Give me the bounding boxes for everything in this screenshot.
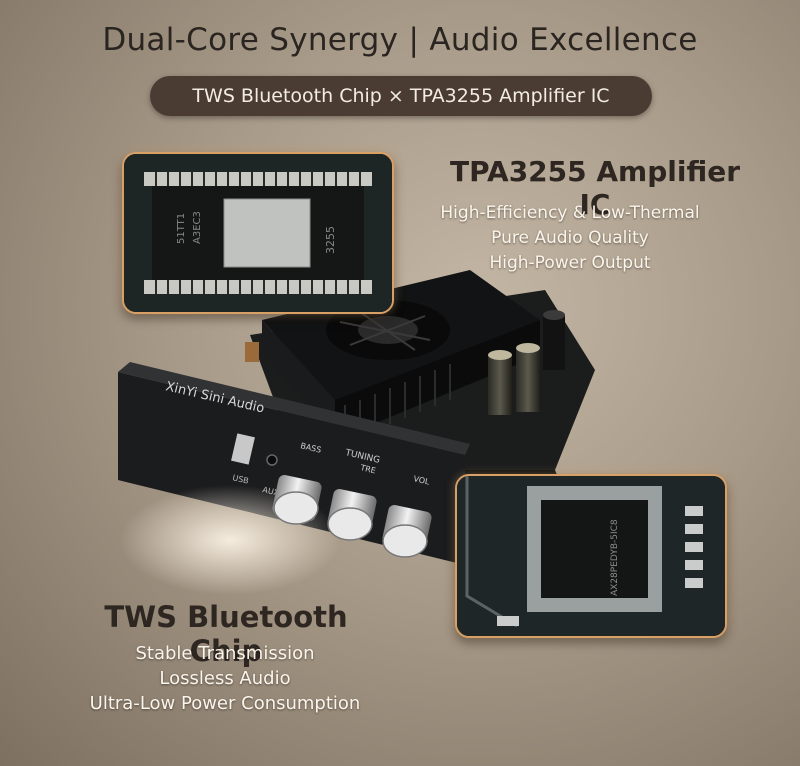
light-glow [120,485,340,595]
treble-knob [327,488,377,541]
bass-knob [272,474,322,525]
pcb-board [250,290,595,484]
feature-item: High-Efficiency & Low-Thermal [440,203,700,223]
chip-marking-3: 3255 [324,226,337,254]
feature-item: Lossless Audio [159,668,291,689]
feature-item: Pure Audio Quality [491,228,649,248]
feature-item: Stable Transmission [135,643,315,664]
bt-chip-marking: AX28PEDYB-5IC8 [610,519,620,596]
feature-item: Ultra-Low Power Consumption [89,693,361,714]
bluetooth-heading: TWS Bluetooth Chip [104,600,348,668]
brand-label: XinYi Sini Audio [164,379,266,416]
volume-label: VOL [413,474,431,487]
bluetooth-chip-closeup: AX28PEDYB-5IC8 [455,474,727,638]
amplifier-features: High-Efficiency & Low-Thermal Pure Audio… [412,201,728,276]
page-title: Dual-Core Synergy | Audio Excellence [102,22,698,58]
front-panel: XinYi Sini Audio USB AUX TUNING BASS TRE… [118,362,470,565]
chip-marking-1: 51TT1 [176,213,187,244]
subtitle-pill: TWS Bluetooth Chip × TPA3255 Amplifier I… [150,76,652,116]
amplifier-chip-closeup: 51TT1 A3EC3 3255 [122,152,394,314]
aux-label: AUX [262,485,281,498]
treble-label: TRE [359,463,377,475]
amplifier-heading: TPA3255 Amplifier IC [449,155,741,221]
capacitors [245,310,565,415]
usb-label: USB [232,473,250,485]
bluetooth-features: Stable Transmission Lossless Audio Ultra… [70,641,380,716]
tuning-label: TUNING [343,448,381,466]
feature-item: High-Power Output [489,253,651,273]
volume-knob [382,504,432,558]
bass-label: BASS [300,441,323,455]
chip-marking-2: A3EC3 [192,211,203,244]
